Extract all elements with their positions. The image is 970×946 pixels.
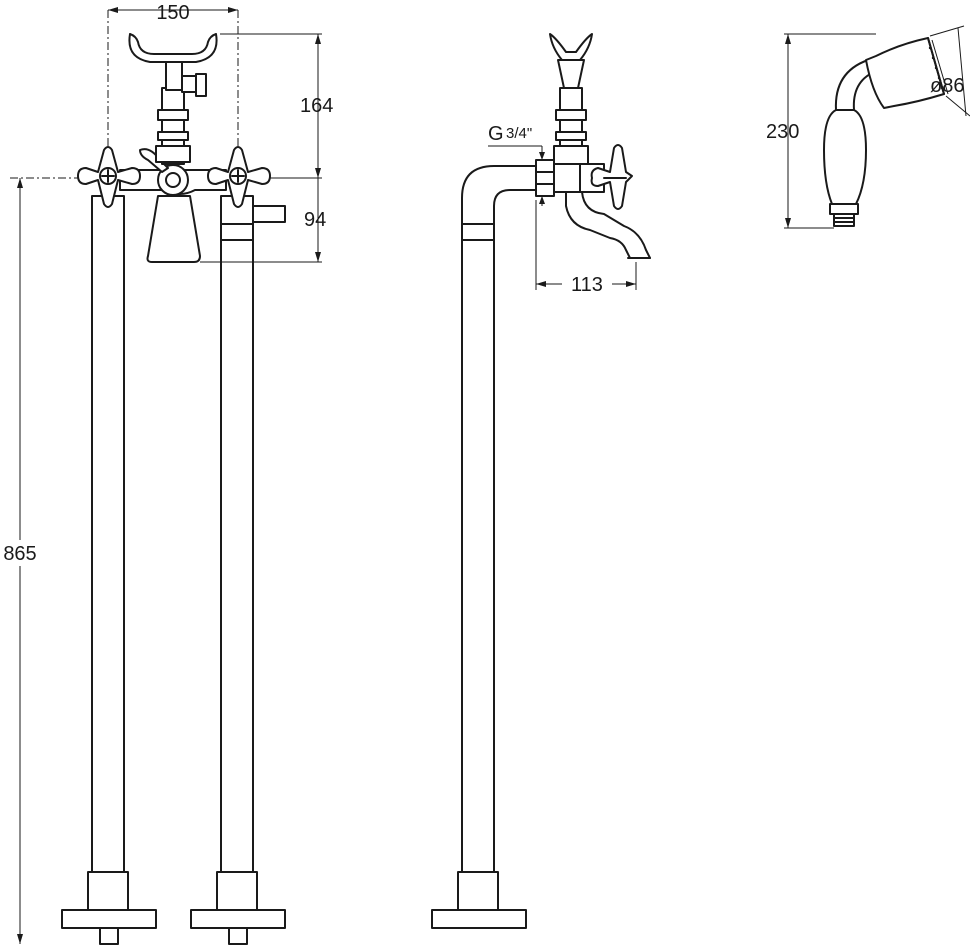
shower-cradle	[128, 33, 218, 63]
hand-shower: 230 ø86	[766, 25, 970, 229]
side-view: G 3/4" 113	[431, 33, 651, 929]
shower-riser	[155, 61, 207, 165]
dim-diameter: ø86	[929, 25, 970, 117]
dim-164: 164	[220, 33, 333, 179]
dim-150: 150	[108, 2, 238, 24]
dim-230: 230	[766, 33, 876, 229]
dim-diameter-label: ø86	[930, 75, 964, 97]
front-spout	[146, 195, 201, 263]
side-supply-pipe	[461, 165, 541, 873]
thread-callout: G 3/4"	[488, 123, 545, 206]
dim-113-label: 113	[571, 274, 603, 296]
side-spout	[565, 191, 651, 259]
shower-handle	[823, 109, 867, 205]
dim-865: 865	[2, 178, 40, 944]
front-view: 150 164 94 865	[2, 2, 333, 945]
dim-164-label: 164	[300, 95, 333, 117]
diverter-lever	[139, 148, 169, 173]
side-cradle	[549, 33, 593, 61]
left-cross-handle	[77, 146, 141, 208]
side-cross-handle	[590, 144, 633, 210]
nozzle-dots	[928, 46, 944, 90]
dim-113: 113	[535, 200, 637, 296]
left-leg	[61, 195, 157, 945]
shower-head	[865, 37, 945, 109]
thread-label-g: G	[488, 123, 504, 145]
thread-label-fraction: 3/4"	[506, 125, 532, 142]
dim-865-label: 865	[3, 543, 36, 565]
right-leg	[190, 195, 286, 945]
right-cross-handle	[207, 146, 271, 208]
dim-230-label: 230	[766, 121, 799, 143]
dim-94: 94	[200, 178, 326, 263]
dim-94-label: 94	[304, 209, 326, 231]
dim-150-label: 150	[156, 2, 189, 24]
